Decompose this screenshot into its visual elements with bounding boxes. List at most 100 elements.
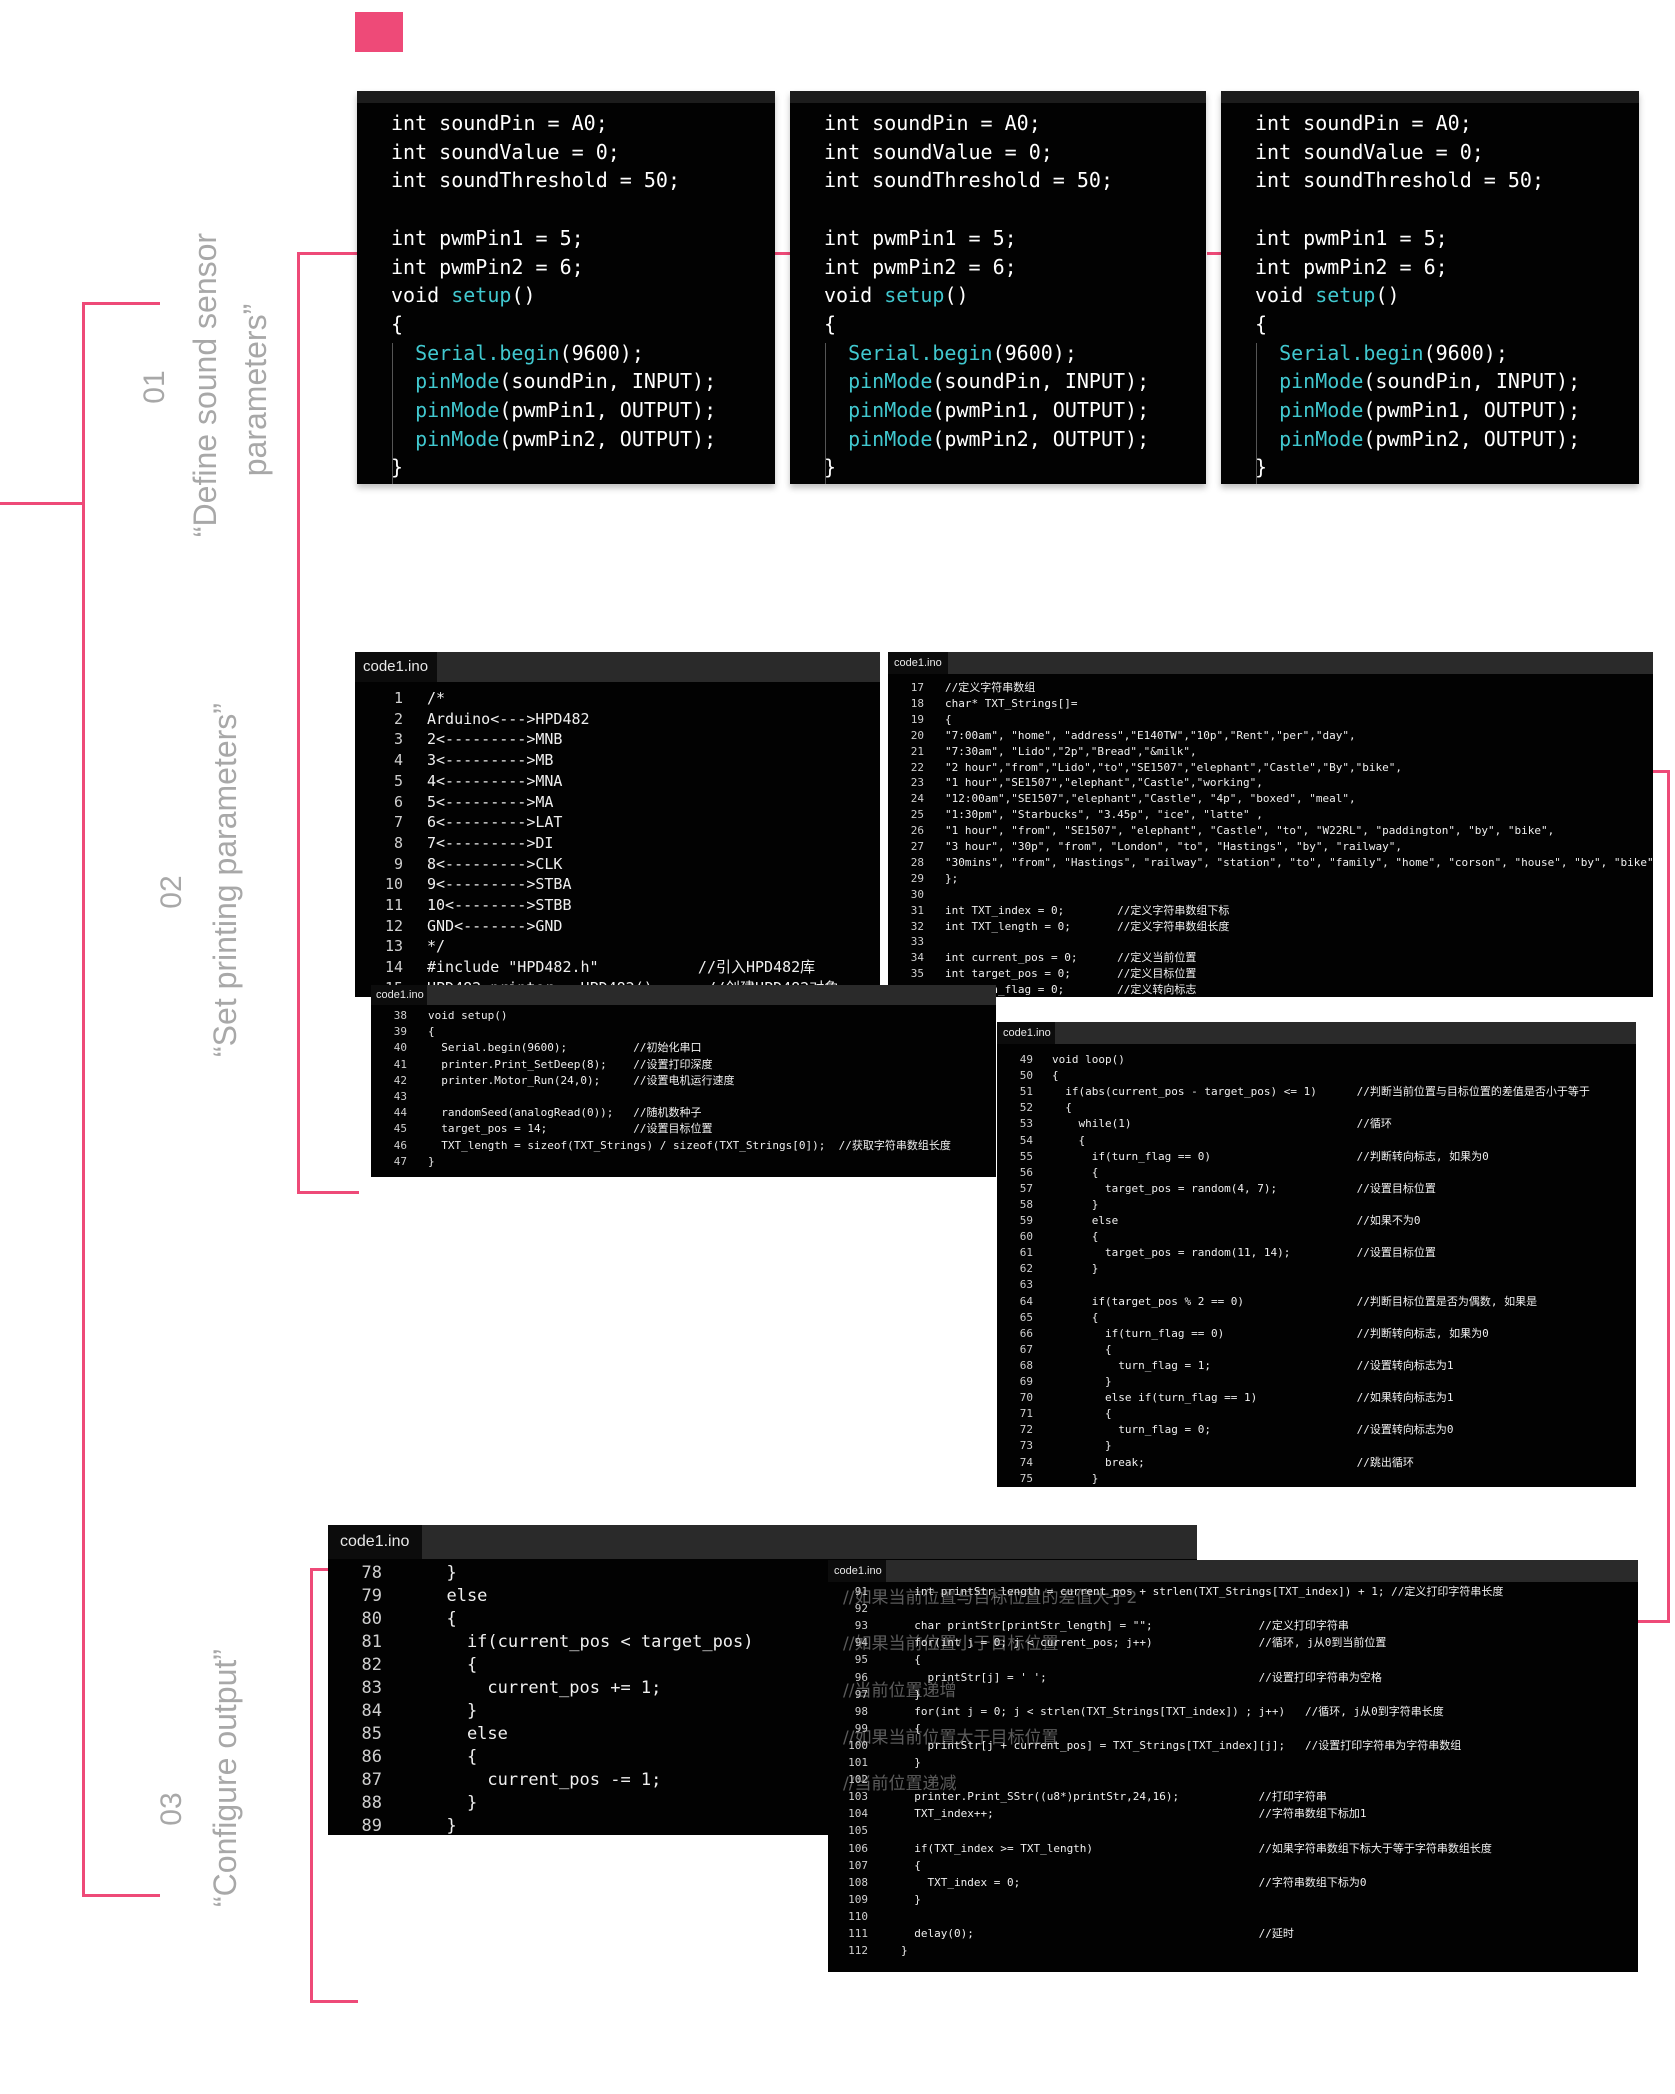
line-number: 64 — [1019, 1294, 1033, 1308]
code-panel-3: int soundPin = A0;int soundValue = 0;int… — [1221, 91, 1639, 484]
file-tab[interactable]: code1.ino — [355, 652, 437, 682]
code-line: void loop() — [1052, 1053, 1125, 1066]
code-line: if(TXT_index >= TXT_length) //如果字符串数组下标大… — [901, 1841, 1492, 1855]
line-number: 82 — [361, 1655, 382, 1675]
code-line: int current_pos = 0; //定义当前位置 — [945, 951, 1197, 965]
code-line: } — [1052, 1262, 1099, 1276]
indent-guide — [392, 343, 393, 484]
code-line: target_pos = 14; //设置目标位置 — [428, 1122, 713, 1136]
code-line: Serial.begin(9600); — [848, 340, 1077, 365]
line-number: 60 — [1019, 1230, 1033, 1244]
code-line: pinMode(soundPin, INPUT); — [1279, 369, 1581, 394]
line-number: 22 — [910, 760, 924, 774]
section2-bracket-bottom — [297, 1191, 359, 1194]
code-line: else — [426, 1724, 508, 1744]
line-number: 30 — [910, 887, 924, 901]
line-number: 9 — [393, 854, 403, 873]
code-line: printStr[j] = ' '; //设置打印字符串为空格 — [901, 1670, 1382, 1684]
line-number: 50 — [1019, 1069, 1033, 1083]
line-number: 93 — [854, 1619, 868, 1633]
line-number: 10 — [384, 875, 403, 894]
code-line: int soundValue = 0; — [391, 139, 620, 164]
file-tab[interactable]: code1.ino — [371, 985, 427, 1005]
code-line: { — [945, 712, 952, 726]
right-connector-top — [1637, 770, 1670, 773]
section2-number: 02 — [155, 875, 188, 909]
code-line: pinMode(pwmPin2, OUTPUT); — [848, 426, 1150, 451]
line-number: 58 — [1019, 1197, 1033, 1211]
section1-number: 01 — [138, 370, 171, 404]
code-line: } — [1052, 1375, 1112, 1388]
code-line: #include "HPD482.h" //引入HPD482库 — [427, 958, 816, 977]
code-line: delay(0); //延时 — [901, 1927, 1294, 1940]
code-line: int soundThreshold = 50; — [824, 168, 1113, 193]
code-line: { — [901, 1653, 921, 1667]
line-number: 109 — [848, 1892, 868, 1906]
line-number: 101 — [848, 1756, 868, 1769]
code-line: TXT_length = sizeof(TXT_Strings) / sizeo… — [428, 1138, 951, 1152]
line-number: 94 — [854, 1636, 868, 1650]
code-line: } — [901, 1756, 921, 1769]
code-line: { — [824, 311, 837, 336]
code-line: int pwmPin2 = 6; — [391, 254, 584, 279]
file-tab[interactable]: code1.ino — [328, 1525, 422, 1559]
code-line: "1:30pm", "Starbucks", "3.45p", "ice", "… — [945, 808, 1263, 822]
code-line: int pwmPin1 = 5; — [824, 225, 1017, 250]
timeline-branch — [0, 502, 83, 505]
code-line: { — [1052, 1310, 1099, 1324]
line-number: 44 — [393, 1106, 407, 1120]
line-number: 98 — [854, 1704, 868, 1718]
line-number: 11 — [384, 896, 403, 914]
line-number: 1 — [393, 689, 403, 707]
code-line: printer.Motor_Run(24,0); //设置电机运行速度 — [428, 1073, 735, 1087]
line-number: 81 — [361, 1632, 382, 1652]
code-line: pinMode(soundPin, INPUT); — [848, 369, 1150, 394]
overlay-comment: //如果当前位置与目标位置的差值大于2 — [843, 1588, 1138, 1608]
code-line: int target_pos = 0; //定义目标位置 — [945, 967, 1197, 981]
line-number: 87 — [361, 1770, 382, 1790]
code-line: } — [426, 1701, 478, 1721]
file-tab[interactable]: code1.ino — [888, 652, 948, 674]
code-line: if(target_pos % 2 == 0) //判断目标位置是否为偶数, 如… — [1052, 1294, 1538, 1308]
code-line: }; — [945, 871, 959, 885]
line-number: 13 — [384, 937, 403, 956]
right-connector-vertical — [1667, 770, 1670, 1623]
file-tab[interactable]: code1.ino — [828, 1560, 886, 1582]
code-line: { — [901, 1858, 921, 1872]
code-line: Serial.begin(9600); — [415, 340, 644, 365]
line-number: 100 — [848, 1738, 868, 1752]
file-tab[interactable]: code1.ino — [997, 1022, 1055, 1044]
line-number: 7 — [393, 813, 403, 832]
line-number: 53 — [1019, 1117, 1033, 1131]
line-number: 24 — [910, 792, 924, 806]
code-line: int soundPin = A0; — [391, 111, 608, 135]
code-line: for(int j = 0; j < current_pos; j++) //循… — [901, 1636, 1387, 1650]
overlay-comment: //如果当前位置大于目标位置 — [843, 1728, 1059, 1748]
line-number: 5 — [393, 771, 403, 790]
line-number: 89 — [361, 1816, 382, 1835]
line-number: 52 — [1019, 1101, 1033, 1115]
code-line: else — [426, 1586, 488, 1606]
code-line: void setup() — [428, 1009, 508, 1022]
code-line: int soundPin = A0; — [1255, 111, 1472, 135]
code-line: 4<--------->MNA — [427, 771, 563, 790]
code-line: char* TXT_Strings[]= — [945, 696, 1078, 710]
code-line: { — [428, 1025, 435, 1039]
code-line: //定义字符串数组 — [945, 681, 1036, 694]
code-line: int TXT_length = 0; //定义字符串数组长度 — [945, 919, 1230, 933]
code-line: printStr[j + current_pos] = TXT_Strings[… — [901, 1738, 1462, 1752]
line-number: 56 — [1019, 1165, 1033, 1179]
code-line: int soundThreshold = 50; — [391, 168, 680, 193]
code-line: "1 hour", "from", "SE1507", "elephant", … — [945, 824, 1555, 838]
code-line: } — [426, 1793, 478, 1813]
line-number: 59 — [1019, 1214, 1033, 1227]
code-line: pinMode(pwmPin2, OUTPUT); — [415, 426, 717, 451]
line-number: 97 — [854, 1687, 868, 1701]
code-line: printer.Print_SetDeep(8); //设置打印深度 — [428, 1057, 713, 1071]
line-number: 4 — [393, 751, 403, 770]
code-line: current_pos -= 1; — [426, 1770, 662, 1790]
line-number: 23 — [910, 776, 924, 790]
code-line: } — [901, 1892, 921, 1906]
